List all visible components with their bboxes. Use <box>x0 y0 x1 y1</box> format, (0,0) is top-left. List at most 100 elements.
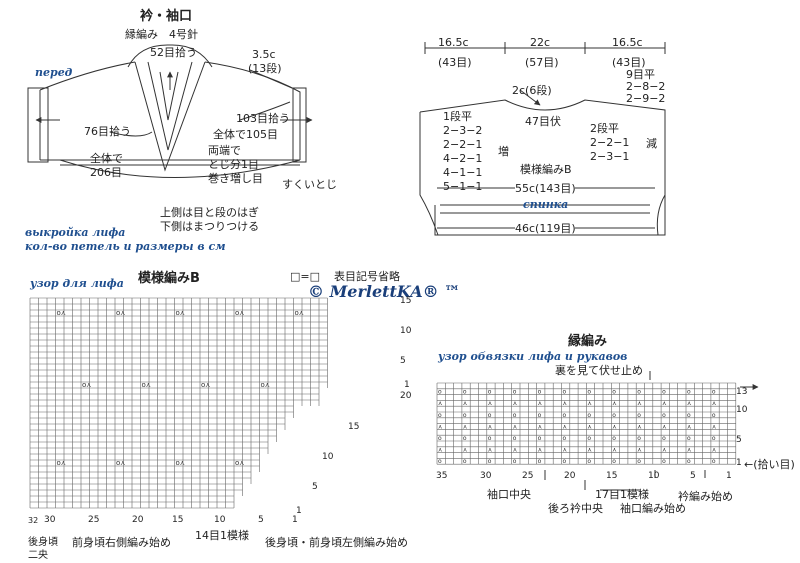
chart-b-title: 模様編みB <box>138 271 200 286</box>
border-collar-start: 衿編み始め <box>678 490 733 503</box>
back-pattern: 模様編みB <box>520 163 572 176</box>
stitch-symbol: o⋏ <box>57 459 66 467</box>
chart-b-row-15b: 15 <box>348 422 360 432</box>
stitch-symbol: o <box>687 435 691 442</box>
chart-b-col-15: 15 <box>172 515 184 525</box>
stitch-symbol: ⋏ <box>563 423 568 430</box>
border-row-13: 13 <box>736 387 748 397</box>
border-col-30: 30 <box>480 471 492 481</box>
back-dec-2: 2−3−1 <box>590 150 630 163</box>
stitch-symbol: o <box>612 389 616 396</box>
ru-border-label: узор обвязки лифа и рукавов <box>438 350 628 363</box>
stitch-symbol: ⋏ <box>488 423 493 430</box>
stitch-symbol: o⋏ <box>261 381 270 389</box>
stitch-symbol: ⋏ <box>712 447 717 454</box>
stitch-symbol: o <box>563 458 567 465</box>
chart-b-row-20: 20 <box>400 391 412 401</box>
border-col-25: 25 <box>522 471 534 481</box>
border-cuff-center: 袖口中央 <box>487 488 531 501</box>
stitch-symbol: ⋏ <box>662 423 667 430</box>
pick-right: 103目拾う <box>236 112 290 125</box>
stitch-symbol: ⋏ <box>463 423 468 430</box>
stitch-symbol: o <box>637 458 641 465</box>
chart-b-grid <box>29 297 328 509</box>
back-outline <box>419 99 666 236</box>
stitch-symbol: o <box>513 458 517 465</box>
border-col-5: 5 <box>690 471 696 481</box>
both-ends-b: とじ分1目 <box>208 158 259 171</box>
sukui-label: すくいとじ <box>282 178 337 191</box>
border-col-15: 15 <box>606 471 618 481</box>
stitch-symbol: o⋏ <box>116 459 125 467</box>
stitch-symbol: o <box>463 412 467 419</box>
stitch-symbol: o⋏ <box>142 381 151 389</box>
stitch-symbol: o <box>637 435 641 442</box>
stitch-symbol: o <box>637 412 641 419</box>
stitch-symbol: o <box>687 412 691 419</box>
stitch-symbol: o <box>513 412 517 419</box>
chart-b-col-25: 25 <box>88 515 100 525</box>
border-title: 縁編み <box>568 334 608 349</box>
back-top-mid: 22c <box>530 36 551 49</box>
rows-right-b: (13段) <box>248 62 282 75</box>
stitch-symbol: o <box>438 412 442 419</box>
border-col-20: 20 <box>564 471 576 481</box>
stitch-symbol: ⋏ <box>513 447 518 454</box>
ru-back-label: спинка <box>523 198 569 211</box>
stitch-symbol: o <box>538 458 542 465</box>
back-inc-4: 4−1−1 <box>443 166 483 179</box>
back-dec-0: 2段平 <box>590 122 619 135</box>
stitch-symbol: o <box>438 389 442 396</box>
stitch-symbol: ⋏ <box>612 400 617 407</box>
back-inc-3: 4−2−1 <box>443 152 483 165</box>
back-width-lower: 46c(119目) <box>515 222 576 235</box>
stitch-symbol: ⋏ <box>563 400 568 407</box>
stitch-symbol: ⋏ <box>488 400 493 407</box>
back-inc-label: 増 <box>498 145 509 158</box>
rows-right-a: 3.5c <box>252 48 276 61</box>
stitch-symbol: o <box>463 435 467 442</box>
stitch-symbol: o⋏ <box>295 309 304 317</box>
back-inc-0: 1段平 <box>443 110 472 123</box>
ru-note-b: кол-во петель и размеры в см <box>25 240 226 253</box>
stitch-symbol: ⋏ <box>438 400 443 407</box>
stitch-symbol: o <box>662 458 666 465</box>
stitch-symbol: o <box>488 435 492 442</box>
back-dec-1: 2−2−1 <box>590 136 630 149</box>
chart-b-left-center: 二央 <box>28 550 48 561</box>
stitch-symbol: o <box>563 389 567 396</box>
back-top-mid-st: (57目) <box>525 56 559 69</box>
stitch-symbol: ⋏ <box>513 400 518 407</box>
chart-b-row-10a: 10 <box>400 326 412 336</box>
chart-b-col-5: 5 <box>258 515 264 525</box>
ru-note-a: выкройка лифа <box>25 226 126 239</box>
back-inc-5: 5−1−1 <box>443 180 483 193</box>
stitch-symbol: o⋏ <box>235 459 244 467</box>
front-outline <box>39 61 301 161</box>
border-col-1: 1 <box>726 471 732 481</box>
chart-b-row-1a: 1 <box>404 380 410 390</box>
stitch-symbol: ⋏ <box>438 423 443 430</box>
stitch-symbol: ⋏ <box>687 447 692 454</box>
chart-b-start-front: 前身頃右側編み始め <box>72 536 171 549</box>
back-top-right-st: (43目) <box>612 56 646 69</box>
stitch-symbol: o <box>712 458 716 465</box>
stitch-symbol: ⋏ <box>662 400 667 407</box>
back-top-left-st: (43目) <box>438 56 472 69</box>
stitch-symbol: o <box>438 458 442 465</box>
border-row-5: 5 <box>736 435 742 445</box>
stitch-symbol: ⋏ <box>488 447 493 454</box>
stitch-symbol: o <box>637 389 641 396</box>
stitch-symbol: ⋏ <box>637 447 642 454</box>
stitch-symbol: ⋏ <box>612 447 617 454</box>
stitch-symbol: ⋏ <box>463 447 468 454</box>
stitch-symbol: o <box>563 435 567 442</box>
stitch-symbol: ⋏ <box>712 423 717 430</box>
chart-b-start-back: 後身頃・前身頃左側編み始め <box>265 536 408 549</box>
front-sleeve-right <box>292 87 307 163</box>
watermark: © MerlettKA® ™ <box>308 282 461 301</box>
back-top-left: 16.5c <box>438 36 469 49</box>
stitch-symbol: o <box>513 435 517 442</box>
